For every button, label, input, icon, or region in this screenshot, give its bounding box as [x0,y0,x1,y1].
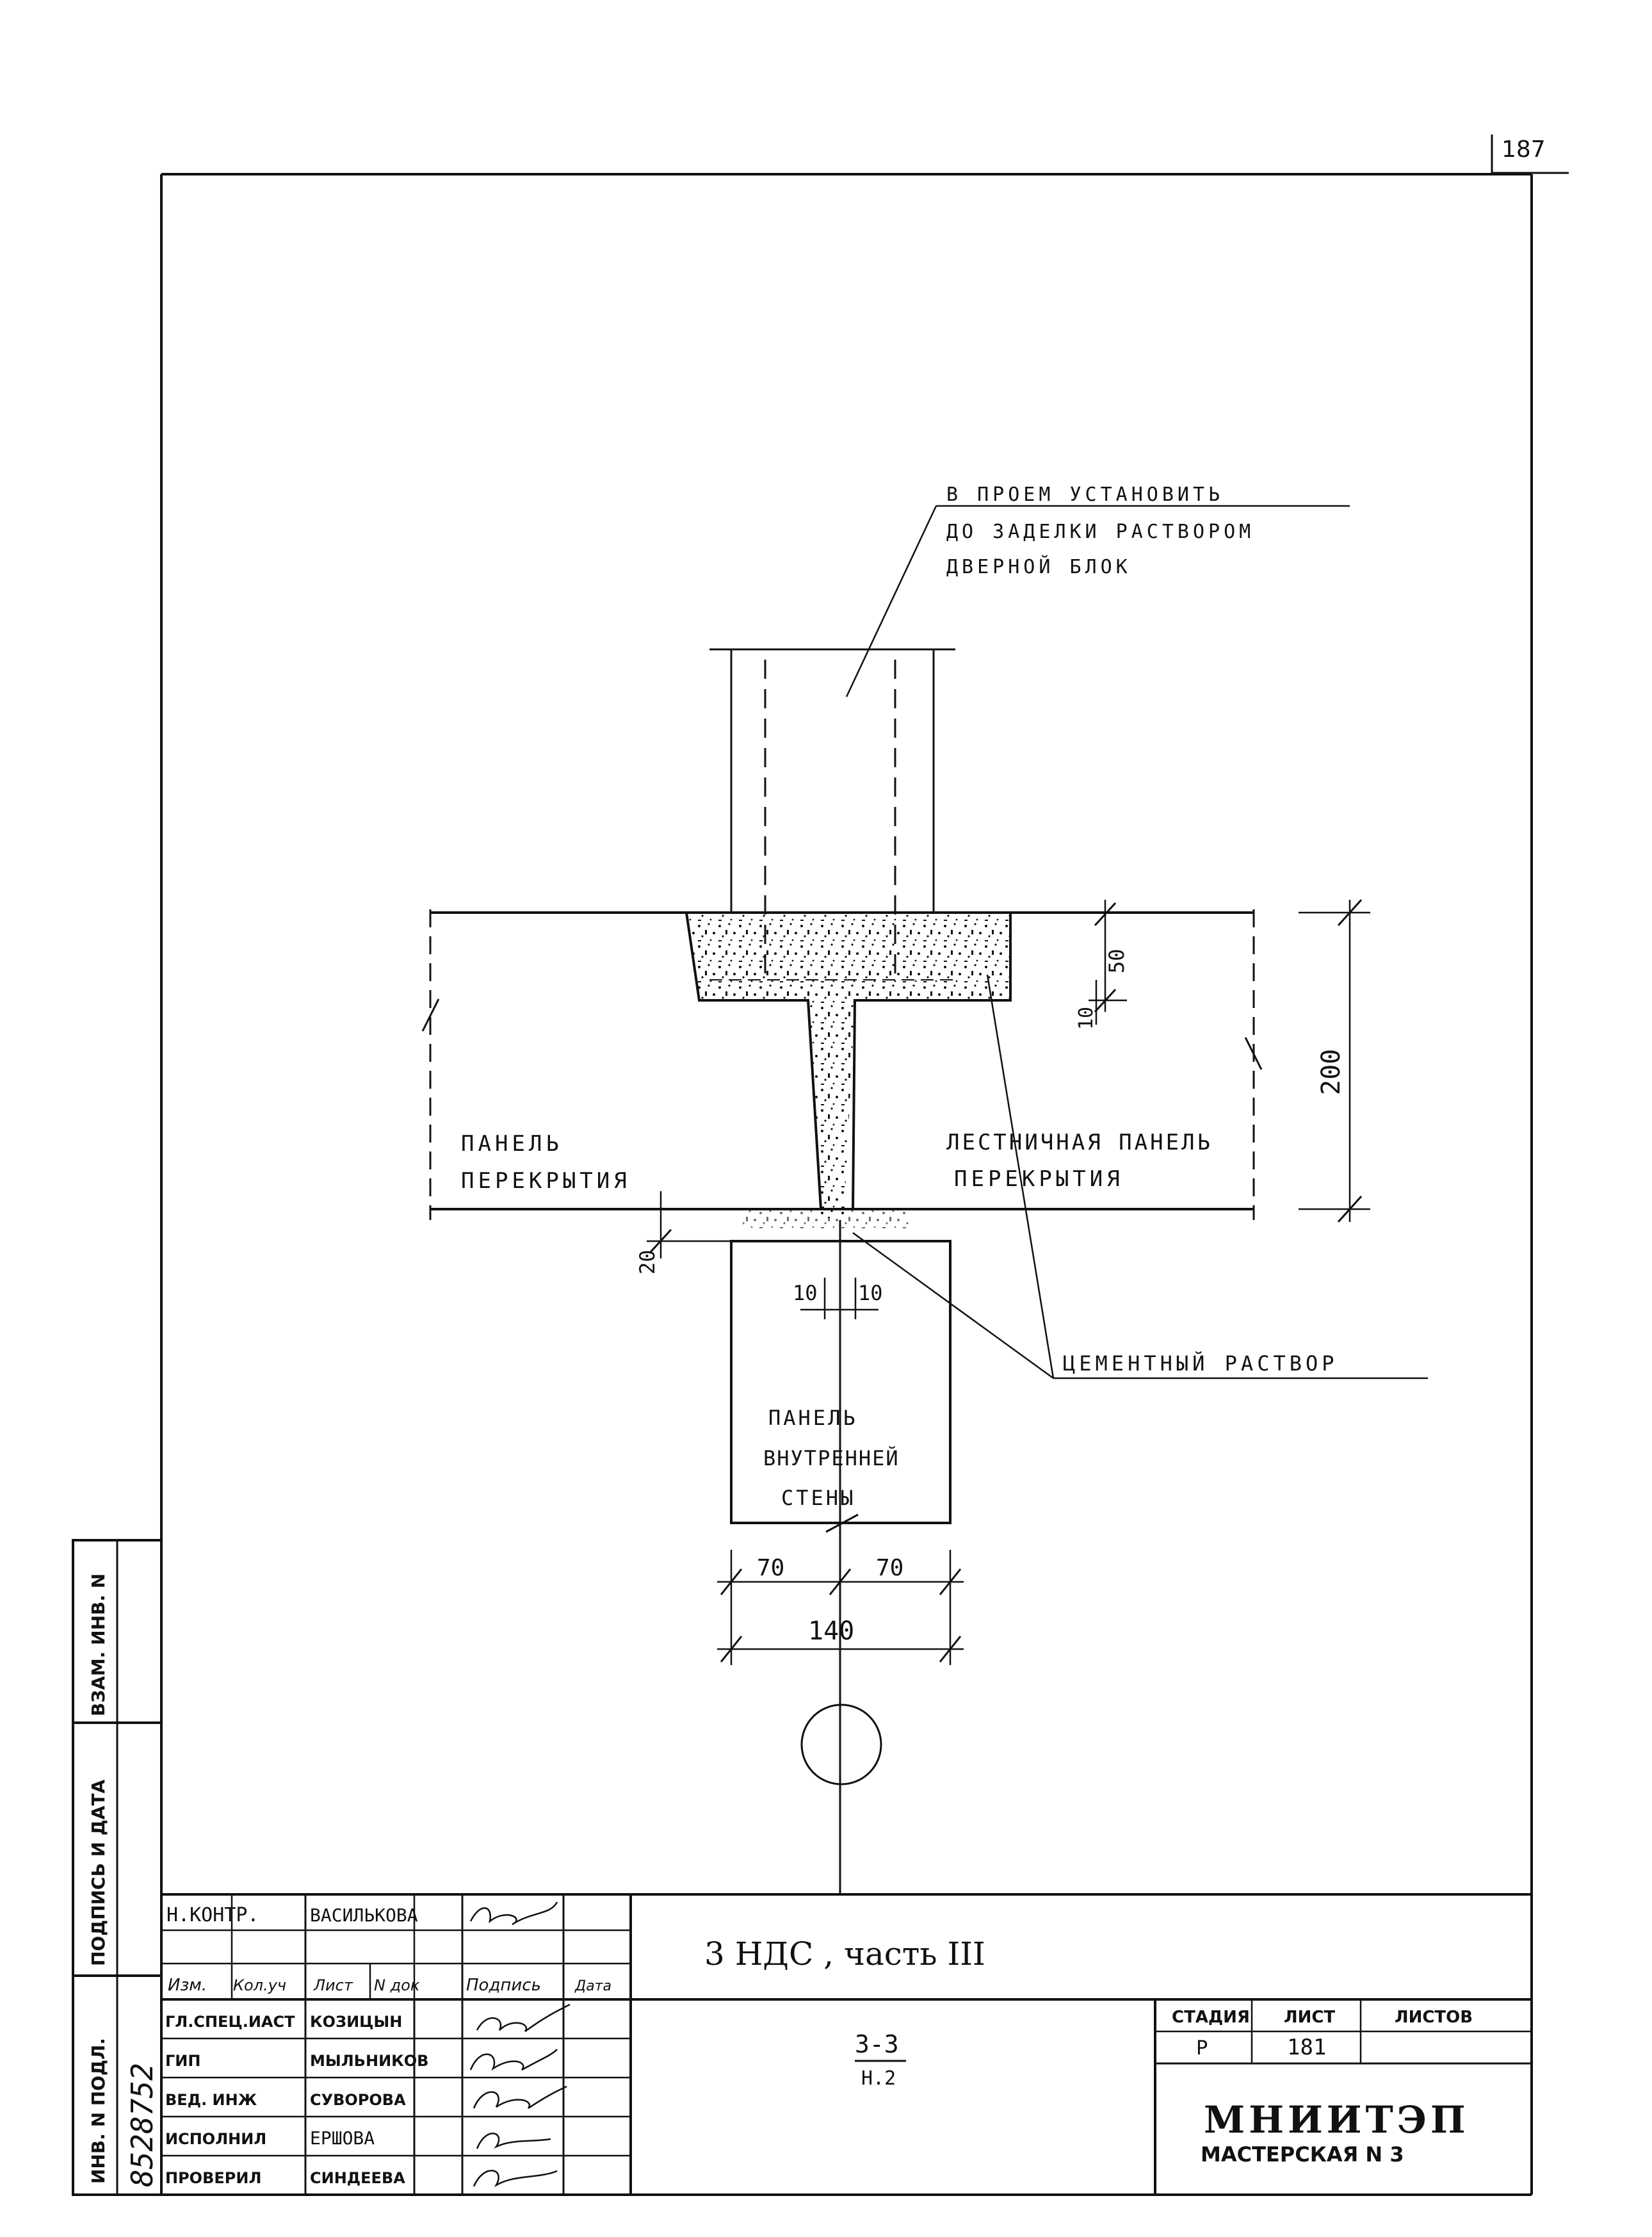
nkontr-signature [469,1901,558,1926]
stadia-label: СТАДИЯ [1172,2008,1250,2027]
org-name: МНИИТЭП [1204,2098,1470,2142]
break-mark-right [1244,1037,1263,1070]
dim-70-tick-m [829,1568,852,1595]
project-title: 3 НДС , часть III [704,1935,985,1973]
role-3: ВЕД. ИНЖ [165,2091,257,2109]
dim-140-tick-l [720,1636,743,1663]
note-leader [845,505,937,697]
signature-5 [473,2170,558,2188]
note-line-1: В ПРОЕМ УСТАНОВИТЬ [946,484,1224,506]
hdr-data: Дата [574,1978,611,1994]
side-stamp-inv-number: 8528752 [125,2063,159,2187]
wall-label-3: СТЕНЫ [781,1486,855,1510]
dim-70a-text: 70 [757,1555,784,1581]
cement-label: ЦЕМЕНТНЫЙ РАСТВОР [1063,1351,1338,1376]
side-stamp-vzam: ВЗАМ. ИНВ. N [88,1574,109,1716]
dim-70-tick-l [720,1568,743,1595]
role-1: ГЛ.СПЕЦ.ИАСТ [165,2013,295,2031]
signature-4 [476,2133,551,2149]
stadia-value: Р [1196,2037,1208,2060]
dim-10r-text: 10 [1075,1007,1097,1030]
mortar-joint-fill [686,913,1010,1218]
section-line-2: Н.2 [861,2067,896,2090]
name-1: КОЗИЦЫН [310,2013,402,2031]
section-line-1: 3-3 [855,2030,899,2058]
hdr-list: Лист [313,1976,353,1994]
axis-marker [800,1704,882,1786]
list-value: 181 [1287,2035,1326,2060]
role-2: ГИП [165,2052,200,2070]
dim-70b-text: 70 [876,1555,903,1581]
dim-20-text: 20 [635,1249,660,1274]
signature-2 [469,2049,558,2071]
right-panel-label-1: ЛЕСТНИЧНАЯ ПАНЕЛЬ [946,1130,1213,1155]
hdr-ndok: N док [374,1976,420,1994]
break-mark-left [421,998,440,1032]
cement-leader-a [986,974,1055,1379]
signature-3 [473,2085,567,2110]
name-5: СИНДЕЕВА [310,2169,405,2187]
dim-200-tick-top [1337,899,1363,927]
left-panel-label-1: ПАНЕЛЬ [461,1131,563,1157]
side-stamp-podpis: ПОДПИСЬ И ДАТА [88,1779,109,1966]
nkontr-name: ВАСИЛЬКОВА [310,1905,418,1926]
dim-200-text: 200 [1316,1049,1346,1095]
left-panel-label-2: ПЕРЕКРЫТИЯ [461,1168,631,1194]
side-stamp: ВЗАМ. ИНВ. N ПОДПИСЬ И ДАТА ИНВ. N ПОДЛ.… [72,1539,163,2196]
role-4: ИСПОЛНИЛ [165,2130,266,2148]
floor-joint-section: В ПРОЕМ УСТАНОВИТЬ ДО ЗАДЕЛКИ РАСТВОРОМ … [421,484,1428,1896]
dim-140-tick-r [939,1636,962,1663]
role-5: ПРОВЕРИЛ [165,2169,261,2187]
listov-label: ЛИСТОВ [1395,2008,1473,2027]
mortar-joint-outline [685,912,1012,1210]
hdr-podpis: Подпись [466,1976,541,1995]
right-panel-label-2: ПЕРЕКРЫТИЯ [954,1166,1124,1192]
name-3: СУВОРОВА [310,2091,406,2109]
page-number: 187 [1502,136,1546,163]
wall-label-2: ВНУТРЕННЕЙ [763,1446,900,1470]
note-line-3: ДВЕРНОЙ БЛОК [946,555,1131,578]
dim-70-tick-r [939,1568,962,1595]
dim-200-tick-bottom [1337,1195,1363,1223]
hdr-izm: Изм. [168,1976,207,1995]
dim-10a-text: 10 [793,1281,818,1305]
dim-10b-text: 10 [858,1281,883,1305]
dim-50-tick-top [1094,902,1117,927]
org-sub: МАСТЕРСКАЯ N 3 [1201,2142,1404,2167]
hdr-koluch: Кол.уч [233,1976,286,1994]
mortar-under-slab [743,1209,909,1228]
name-4: ЕРШОВА [310,2127,375,2149]
list-label: ЛИСТ [1284,2008,1335,2027]
cement-leader-b [852,1232,1054,1379]
title-block: Н.КОНТР. ВАСИЛЬКОВА Изм. Кол.уч Лист N д… [161,1893,1532,2195]
wall-axis-break [825,1513,859,1533]
dim-50-text: 50 [1105,948,1129,973]
nkontr-label: Н.КОНТР. [166,1904,259,1926]
signature-1 [476,2003,571,2033]
side-stamp-inv-podl: ИНВ. N ПОДЛ. [88,2038,109,2184]
dim-140-text: 140 [808,1616,854,1646]
wall-label-1: ПАНЕЛЬ [768,1406,858,1430]
name-2: МЫЛЬНИКОВ [310,2052,428,2070]
note-line-2: ДО ЗАДЕЛКИ РАСТВОРОМ [946,521,1254,543]
dim-20-tick [649,1228,672,1253]
dim-50-tick-bot [1094,988,1117,1013]
